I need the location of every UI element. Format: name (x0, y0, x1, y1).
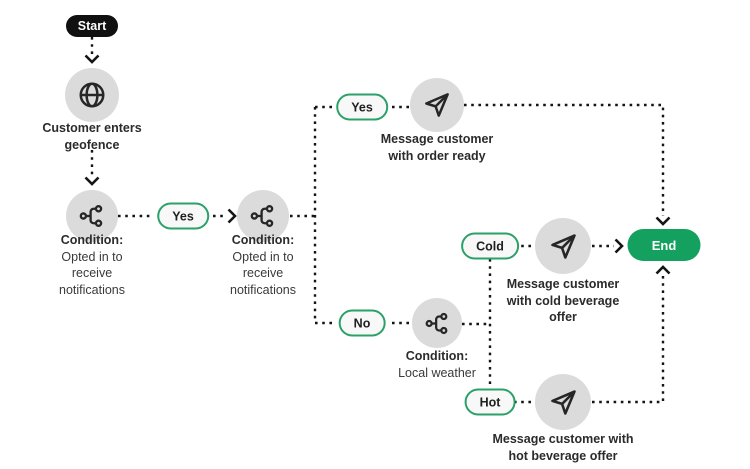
message-order-ready-caption: Message customer with order ready (381, 131, 494, 164)
message-cold-offer-node (535, 218, 591, 274)
branch-pill-cold: Cold (461, 232, 519, 260)
arrowhead-right-end (614, 238, 624, 254)
arrowhead-up-end (655, 265, 671, 275)
condition-optin-2-node (237, 190, 289, 242)
caption-line: Message customer with (492, 432, 634, 446)
message-order-ready-node (410, 78, 464, 132)
caption-line: Message customer (380, 132, 494, 146)
send-icon (425, 93, 449, 117)
caption-line: with order ready (388, 148, 486, 163)
arrowhead-down-condition1 (84, 176, 100, 186)
branch-pill-hot: Hot (464, 388, 516, 416)
end-label: End (651, 237, 677, 253)
start-node: Start (66, 15, 118, 37)
branch-label: No (353, 316, 371, 330)
caption-title: Condition: (405, 349, 469, 363)
caption-line: receive (71, 266, 113, 280)
message-hot-offer-node (535, 374, 591, 430)
condition-optin-2-caption: Condition: Opted in to receive notificat… (230, 232, 296, 298)
condition-optin-1-caption: Condition: Opted in to receive notificat… (59, 232, 125, 298)
branch-icon (250, 205, 274, 227)
arrowhead-down-geofence (84, 54, 100, 64)
caption-line: Local weather (398, 365, 476, 380)
globe-icon (79, 82, 105, 108)
condition-weather-caption: Condition: Local weather (398, 348, 476, 381)
branch-icon (79, 205, 103, 227)
caption-line: notifications (229, 282, 297, 297)
message-hot-offer-caption: Message customer with hot beverage offer (492, 431, 633, 464)
caption-line: Message customer (506, 277, 620, 291)
start-label: Start (77, 19, 107, 33)
caption-line: offer (549, 310, 577, 324)
condition-optin-1-node (66, 190, 118, 242)
end-node: End (627, 229, 701, 261)
edge-message-hot-end (592, 275, 665, 404)
caption-title: Condition: (60, 233, 124, 247)
caption-line: Customer enters (42, 121, 142, 135)
branch-label: Hot (479, 395, 501, 409)
message-cold-offer-caption: Message customer with cold beverage offe… (507, 276, 620, 326)
arrowhead-down-end (655, 216, 671, 226)
caption-line: notifications (58, 282, 126, 297)
branch-pill-yes-1: Yes (157, 202, 209, 230)
condition-weather-node (412, 298, 462, 348)
branch-pill-no: No (338, 309, 386, 337)
send-icon (550, 233, 576, 259)
caption-line: hot beverage offer (508, 448, 618, 463)
branch-label: Yes (172, 209, 194, 223)
branch-pill-yes-2: Yes (336, 93, 388, 121)
arrowhead-right-condition2 (227, 208, 237, 224)
geofence-node (65, 68, 119, 122)
caption-line: receive (242, 266, 284, 280)
caption-line: Opted in to (61, 249, 123, 264)
caption-line: Opted in to (232, 249, 294, 264)
caption-line: with cold beverage (506, 293, 620, 308)
send-icon (550, 389, 576, 415)
caption-title: Condition: (231, 233, 295, 247)
branch-label: Cold (476, 239, 504, 253)
edge-message-order-end (464, 103, 665, 216)
branch-icon (425, 312, 447, 334)
branch-label: Yes (351, 100, 373, 114)
caption-line: geofence (64, 137, 120, 152)
geofence-caption: Customer enters geofence (42, 120, 141, 153)
